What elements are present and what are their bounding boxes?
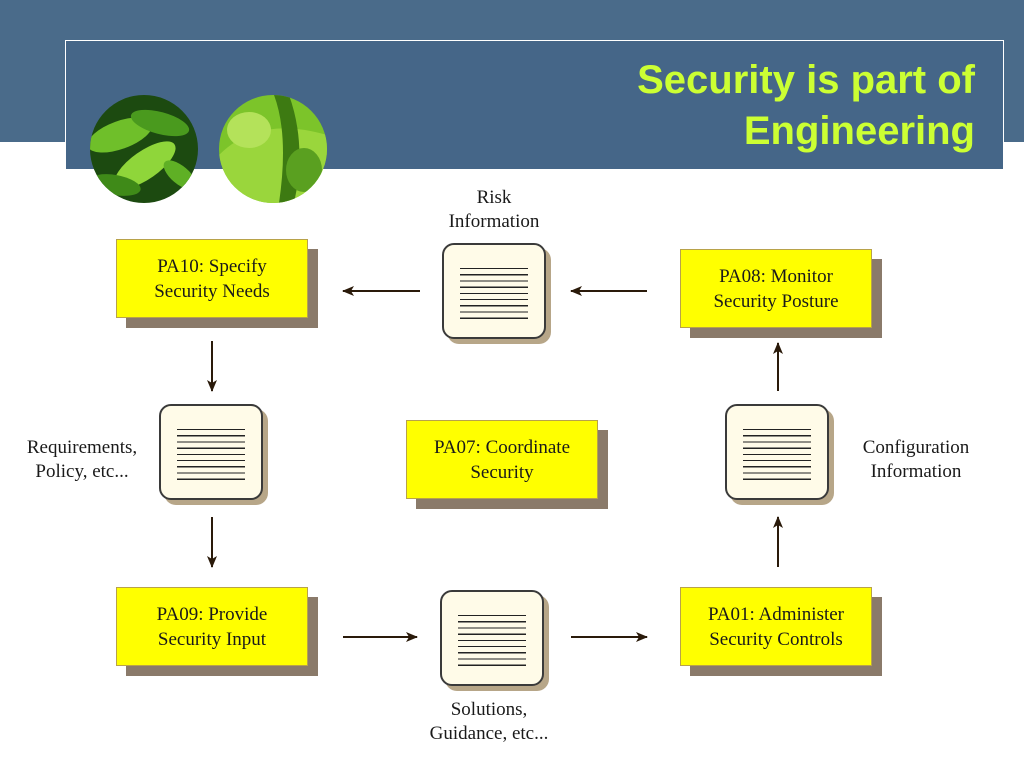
pa08-line-2: Security Posture (713, 290, 839, 312)
requirements-label-line-2: Policy, etc... (35, 461, 129, 482)
pa07-line-1: PA07: Coordinate (434, 436, 570, 458)
pa09-line-2: Security Input (157, 628, 267, 650)
risk-label-line-1: Risk (476, 187, 512, 208)
requirements-label-line-1: Requirements, (26, 437, 138, 458)
pa10-line-2: Security Needs (154, 280, 270, 302)
requirements-label: Requirements, Policy, etc... (8, 436, 156, 484)
title-line-1: Security is part of (637, 58, 975, 102)
leaf-image-2 (219, 95, 327, 203)
configuration-label-line-1: Configuration (862, 437, 970, 458)
title-panel: Security is part of Engineering (65, 40, 1004, 203)
solutions-document-icon (440, 590, 544, 686)
pa08-line-1: PA08: Monitor (719, 265, 833, 287)
pa10-line-1: PA10: Specify (157, 255, 267, 277)
solutions-label-line-2: Guidance, etc... (429, 723, 549, 744)
configuration-label: Configuration Information (842, 436, 990, 484)
requirements-document-icon (159, 404, 263, 500)
pa07-line-2: Security (470, 461, 534, 483)
configuration-label-line-2: Information (870, 461, 962, 482)
pa01-line-1: PA01: Administer (707, 603, 844, 625)
solutions-label: Solutions, Guidance, etc... (404, 698, 574, 746)
leaf-image-1 (90, 95, 198, 203)
slide-title: Security is part of Engineering (637, 55, 975, 157)
configuration-document-icon (725, 404, 829, 500)
title-line-2: Engineering (743, 109, 975, 153)
risk-document-icon (442, 243, 546, 339)
solutions-label-line-1: Solutions, (450, 699, 528, 720)
risk-label-line-2: Information (448, 211, 540, 232)
pa01-line-2: Security Controls (709, 628, 843, 650)
risk-label: Risk Information (424, 186, 564, 234)
pa09-line-1: PA09: Provide (156, 603, 268, 625)
